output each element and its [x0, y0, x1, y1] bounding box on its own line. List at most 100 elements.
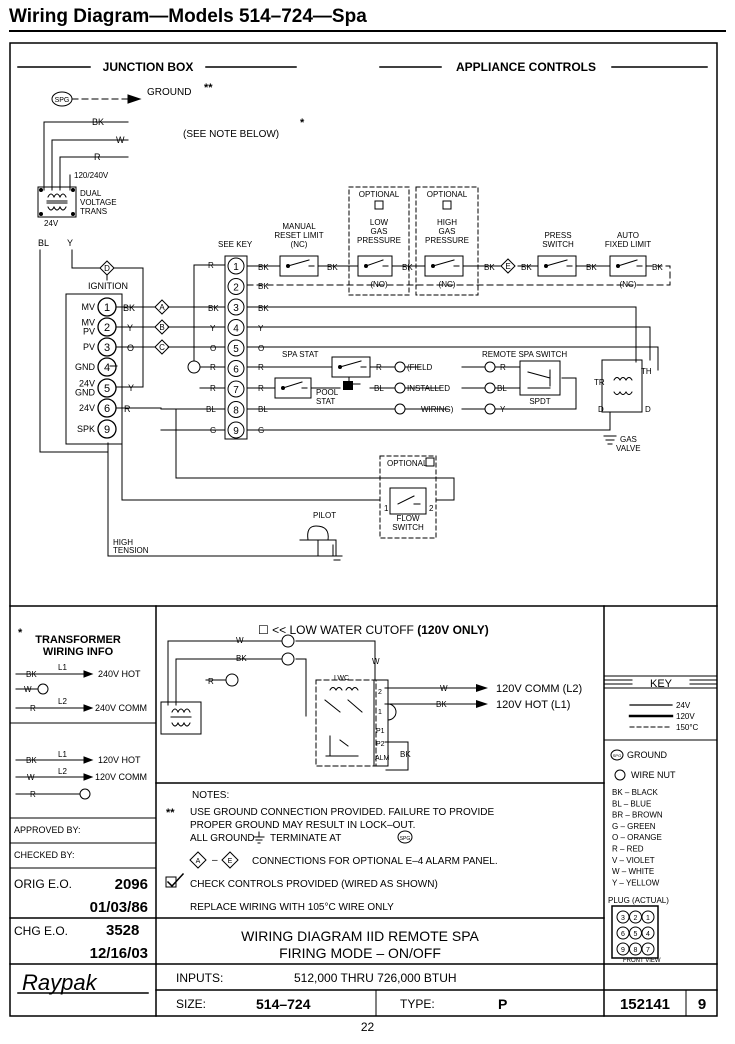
key-color: Y – YELLOW: [612, 878, 660, 887]
ti-title-1: TRANSFORMER: [35, 634, 121, 646]
lwc-bk3: BK: [400, 750, 411, 759]
lwc-nut-3: [225, 673, 239, 687]
low-gas-2: GAS: [371, 227, 388, 236]
optional-low-gas-box: [348, 186, 410, 296]
flow-pin-2: 2: [429, 504, 434, 513]
c-bk7: BK: [652, 263, 663, 272]
note-6: REPLACE WIRING WITH 105°C WIRE ONLY: [190, 902, 394, 913]
terminal-circle: [227, 298, 245, 316]
ti-w2: W: [27, 773, 35, 782]
key-color: R – RED: [612, 845, 644, 854]
c-o-t5: O: [258, 344, 264, 353]
flow-switch-1: FLOW: [396, 514, 420, 523]
junction-wires: [43, 121, 129, 191]
key-24v: 24V: [676, 701, 691, 710]
chg-eo-value: 3528: [106, 922, 139, 939]
remote-spa-label: REMOTE SPA SWITCH: [482, 350, 567, 359]
checked-by: CHECKED BY:: [14, 850, 75, 860]
t9-g: G: [210, 426, 216, 435]
key-wire-nut: WIRE NUT: [631, 770, 676, 780]
optional-check-1: [374, 200, 384, 210]
lwc-pin-1: 1: [378, 709, 382, 716]
check-mark-icon: [166, 872, 185, 888]
ignition-pin-number: 5: [104, 383, 110, 395]
plug-pin-number: 6: [621, 931, 625, 938]
plug-title: PLUG (ACTUAL): [608, 896, 669, 905]
switch-symbol: [357, 255, 393, 277]
single-star: *: [300, 117, 305, 129]
installed-label: INSTALLED: [407, 384, 450, 393]
ign-r-label: R: [124, 404, 131, 414]
lwc-dashed: [315, 679, 377, 767]
manual-reset-2: RESET LIMIT: [274, 231, 323, 240]
note-4-dash: –: [212, 855, 218, 866]
ti-nut-2: [79, 788, 91, 800]
note-3: ALL GROUND: [190, 833, 255, 844]
ignition-pin-label: GND: [75, 362, 96, 372]
lwc-w3: W: [440, 684, 448, 693]
notes-star: **: [166, 807, 175, 819]
press-switch-2: SWITCH: [542, 240, 574, 249]
ti-240com: 240V COMM: [95, 703, 147, 713]
chg-date: 12/16/03: [90, 945, 148, 962]
key-150c: 150°C: [676, 723, 699, 732]
jb-bk-label: BK: [92, 117, 104, 127]
terminal-circle: [227, 257, 245, 275]
note-4: CONNECTIONS FOR OPTIONAL E–4 ALARM PANEL…: [252, 856, 498, 867]
lwc-wiring: [167, 640, 477, 771]
ignition-module: [65, 293, 123, 445]
ti-bk1: BK: [26, 670, 37, 679]
page-number: 22: [360, 1020, 375, 1034]
flow-wiring: [121, 407, 455, 501]
gas-valve-1: GAS: [620, 435, 637, 444]
gv-th: TH: [641, 367, 652, 376]
plug-pin: [641, 942, 655, 956]
t3-bk: BK: [208, 304, 219, 313]
terminal-number: 8: [233, 406, 239, 417]
ignition-pin-label: PV: [83, 342, 95, 352]
ti-120com: 120V COMM: [95, 772, 147, 782]
key-title: KEY: [650, 678, 673, 690]
plug-pin-number: 3: [621, 915, 625, 922]
alarm-diamond: [500, 258, 516, 274]
ignition-pin-circle: [97, 357, 117, 377]
notes-heading: NOTES:: [192, 790, 229, 801]
plug-pin-number: 1: [646, 915, 650, 922]
lwc-bk2: BK: [436, 700, 447, 709]
alarm-letter: C: [159, 343, 165, 352]
t4-y: Y: [210, 324, 216, 333]
rs-r: R: [500, 363, 506, 372]
note-1: USE GROUND CONNECTION PROVIDED. FAILURE …: [190, 807, 494, 818]
gv-tr: TR: [594, 378, 605, 387]
key-wire-nut-icon: [614, 769, 626, 781]
ignition-pin-number: 1: [104, 302, 110, 314]
wire-nut-1: [187, 360, 201, 374]
plug-pin-number: 2: [634, 915, 638, 922]
ti-bk2: BK: [26, 756, 37, 765]
alarm-letter: D: [104, 264, 110, 273]
ti-r1: R: [30, 704, 36, 713]
ignition-pin-label: PV: [83, 327, 95, 337]
press-switch-1: PRESS: [544, 231, 571, 240]
switch-symbol: [279, 255, 319, 277]
terminal-circle: [227, 360, 245, 377]
auto-fixed-2: FIXED LIMIT: [605, 240, 651, 249]
revision: 9: [698, 996, 706, 1013]
terminal-number: 2: [233, 283, 239, 294]
inputs-value: 512,000 THRU 726,000 BTUH: [294, 971, 457, 985]
type-value: P: [498, 996, 507, 1012]
ground-symbol: [253, 831, 265, 844]
ignition-pin-circle: [97, 419, 117, 439]
rs-bl: BL: [497, 384, 507, 393]
c-bk5: BK: [521, 263, 532, 272]
rs-y: Y: [500, 405, 506, 414]
stat-wiring: [246, 366, 577, 410]
ti-l2b: L2: [58, 767, 67, 776]
lwc-hot-label: 120V HOT (L1): [496, 699, 570, 711]
trans-bl: BL: [38, 238, 49, 248]
note-spg-text: SPG: [400, 836, 411, 842]
lwc-pin-p2: P2: [376, 741, 385, 748]
voltage-label: 120/240V: [74, 171, 109, 180]
